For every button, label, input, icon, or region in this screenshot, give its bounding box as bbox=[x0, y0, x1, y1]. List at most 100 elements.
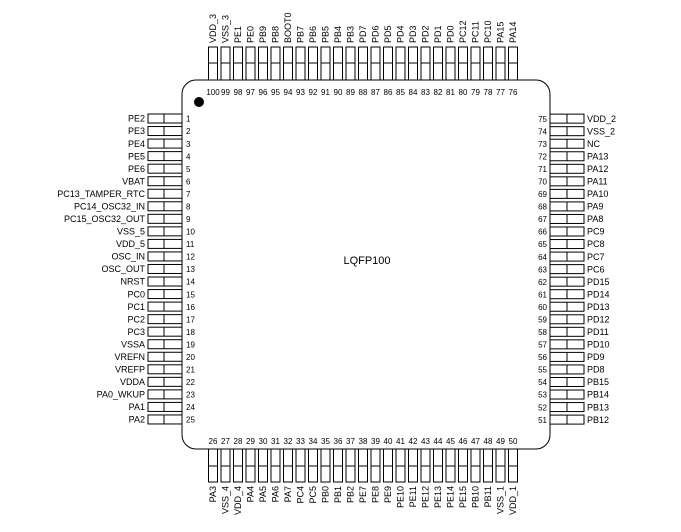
pin-name-label: PA3 bbox=[208, 486, 218, 502]
pin-pad bbox=[147, 389, 183, 400]
pin-name-label: PD10 bbox=[587, 340, 610, 350]
pin-number-label: 23 bbox=[186, 391, 195, 400]
pin-name-label: PE1 bbox=[233, 26, 243, 43]
pin-pad bbox=[147, 314, 183, 325]
pin-pad bbox=[147, 289, 183, 300]
pin-name-label: PB4 bbox=[333, 26, 343, 43]
pin-number-label: 61 bbox=[538, 290, 547, 299]
pin-pad bbox=[147, 188, 183, 199]
pin-name-label: PE3 bbox=[128, 126, 145, 136]
pin-name-label: PA14 bbox=[508, 22, 518, 43]
pin-name-label: PC15_OSC32_OUT bbox=[64, 214, 146, 224]
pin-number-label: 100 bbox=[206, 88, 220, 97]
pin-pad bbox=[147, 176, 183, 187]
pin-name-label: NRST bbox=[121, 277, 146, 287]
pin-name-label: PA13 bbox=[587, 151, 608, 161]
pin-number-label: 40 bbox=[384, 437, 393, 446]
pin-number-label: 63 bbox=[538, 265, 547, 274]
pin-number-label: 7 bbox=[186, 190, 191, 199]
pin-name-label: PE7 bbox=[358, 486, 368, 503]
pin-name-label: PD11 bbox=[587, 327, 609, 337]
pin-name-label: PA5 bbox=[258, 486, 268, 502]
pin-number-label: 91 bbox=[321, 88, 330, 97]
pin-number-label: 34 bbox=[309, 437, 318, 446]
pin-name-label: PD7 bbox=[358, 25, 368, 43]
pin-number-label: 21 bbox=[186, 366, 195, 375]
pin-pad bbox=[147, 226, 183, 237]
pin-name-label: PA11 bbox=[587, 177, 608, 187]
pin-name-label: PB9 bbox=[258, 26, 268, 43]
chip-package: LQFP100 bbox=[181, 79, 551, 450]
pin-name-label: PE12 bbox=[421, 486, 431, 508]
pin-number-label: 14 bbox=[186, 278, 195, 287]
pin-name-label: PE8 bbox=[371, 486, 381, 503]
pin-name-label: PA6 bbox=[271, 486, 281, 502]
pin-number-label: 93 bbox=[296, 88, 305, 97]
pin-name-label: PB0 bbox=[321, 486, 331, 503]
pin-name-label: PE2 bbox=[128, 114, 145, 124]
pin-number-label: 13 bbox=[186, 265, 195, 274]
pin-number-label: 41 bbox=[396, 437, 405, 446]
pin-name-label: VDD_1 bbox=[508, 486, 518, 515]
pin-name-label: PD2 bbox=[421, 25, 431, 43]
pin-number-label: 3 bbox=[186, 140, 191, 149]
pin-name-label: VSS_2 bbox=[587, 126, 615, 136]
pin-number-label: 58 bbox=[538, 328, 547, 337]
pin-name-label: PD0 bbox=[446, 25, 456, 43]
pin-number-label: 31 bbox=[271, 437, 280, 446]
pin-name-label: PB3 bbox=[346, 26, 356, 43]
pin-number-label: 75 bbox=[538, 115, 547, 124]
pin-number-label: 37 bbox=[346, 437, 355, 446]
pin-number-label: 5 bbox=[186, 165, 191, 174]
pin-pad bbox=[147, 201, 183, 212]
pin-pad bbox=[147, 414, 183, 425]
pin-pad bbox=[147, 276, 183, 287]
pin-name-label: PD5 bbox=[383, 25, 393, 43]
pin-number-label: 29 bbox=[246, 437, 255, 446]
pin-name-label: PC0 bbox=[127, 289, 145, 299]
pin-number-label: 76 bbox=[509, 88, 518, 97]
pin-name-label: PC10 bbox=[483, 20, 493, 43]
pin-name-label: PE15 bbox=[458, 486, 468, 508]
pin-number-label: 25 bbox=[186, 416, 195, 425]
pin-number-label: 30 bbox=[259, 437, 268, 446]
pin-number-label: 80 bbox=[459, 88, 468, 97]
pin-number-label: 44 bbox=[434, 437, 443, 446]
pin-name-label: NC bbox=[587, 139, 600, 149]
pin-name-label: OSC_IN bbox=[111, 252, 145, 262]
pin-pad bbox=[147, 401, 183, 412]
pin-name-label: PD4 bbox=[396, 25, 406, 43]
pin-name-label: PB14 bbox=[587, 390, 609, 400]
pin-name-label: PA4 bbox=[246, 486, 256, 502]
pin-pad bbox=[147, 263, 183, 274]
pin-number-label: 50 bbox=[509, 437, 518, 446]
pin-number-label: 16 bbox=[186, 303, 195, 312]
pin-number-label: 8 bbox=[186, 202, 191, 211]
pin-name-label: PE13 bbox=[433, 486, 443, 508]
pin-name-label: OSC_OUT bbox=[101, 264, 145, 274]
pin-number-label: 84 bbox=[409, 88, 418, 97]
pin-name-label: PD6 bbox=[371, 25, 381, 43]
pin-number-label: 86 bbox=[384, 88, 393, 97]
pin-name-label: PE4 bbox=[128, 139, 145, 149]
pin-pad bbox=[147, 213, 183, 224]
pin-name-label: VDD_3 bbox=[208, 14, 218, 43]
pin-pad bbox=[147, 339, 183, 350]
pin-number-label: 94 bbox=[284, 88, 293, 97]
pin-name-label: PE0 bbox=[246, 26, 256, 43]
pin-number-label: 27 bbox=[221, 437, 230, 446]
pin-pad bbox=[147, 138, 183, 149]
pin-number-label: 43 bbox=[421, 437, 430, 446]
pin-name-label: VREFP bbox=[115, 365, 145, 375]
pin-number-label: 64 bbox=[538, 253, 547, 262]
pin-name-label: PB10 bbox=[471, 486, 481, 508]
pin-number-label: 22 bbox=[186, 378, 195, 387]
package-label: LQFP100 bbox=[343, 255, 390, 267]
pin-number-label: 15 bbox=[186, 290, 195, 299]
pin-number-label: 90 bbox=[334, 88, 343, 97]
pin-pad bbox=[147, 376, 183, 387]
pin-number-label: 48 bbox=[484, 437, 493, 446]
pin-name-label: PB6 bbox=[308, 26, 318, 43]
pin-name-label: VSS_5 bbox=[117, 227, 145, 237]
pin-name-label: PC6 bbox=[587, 264, 605, 274]
